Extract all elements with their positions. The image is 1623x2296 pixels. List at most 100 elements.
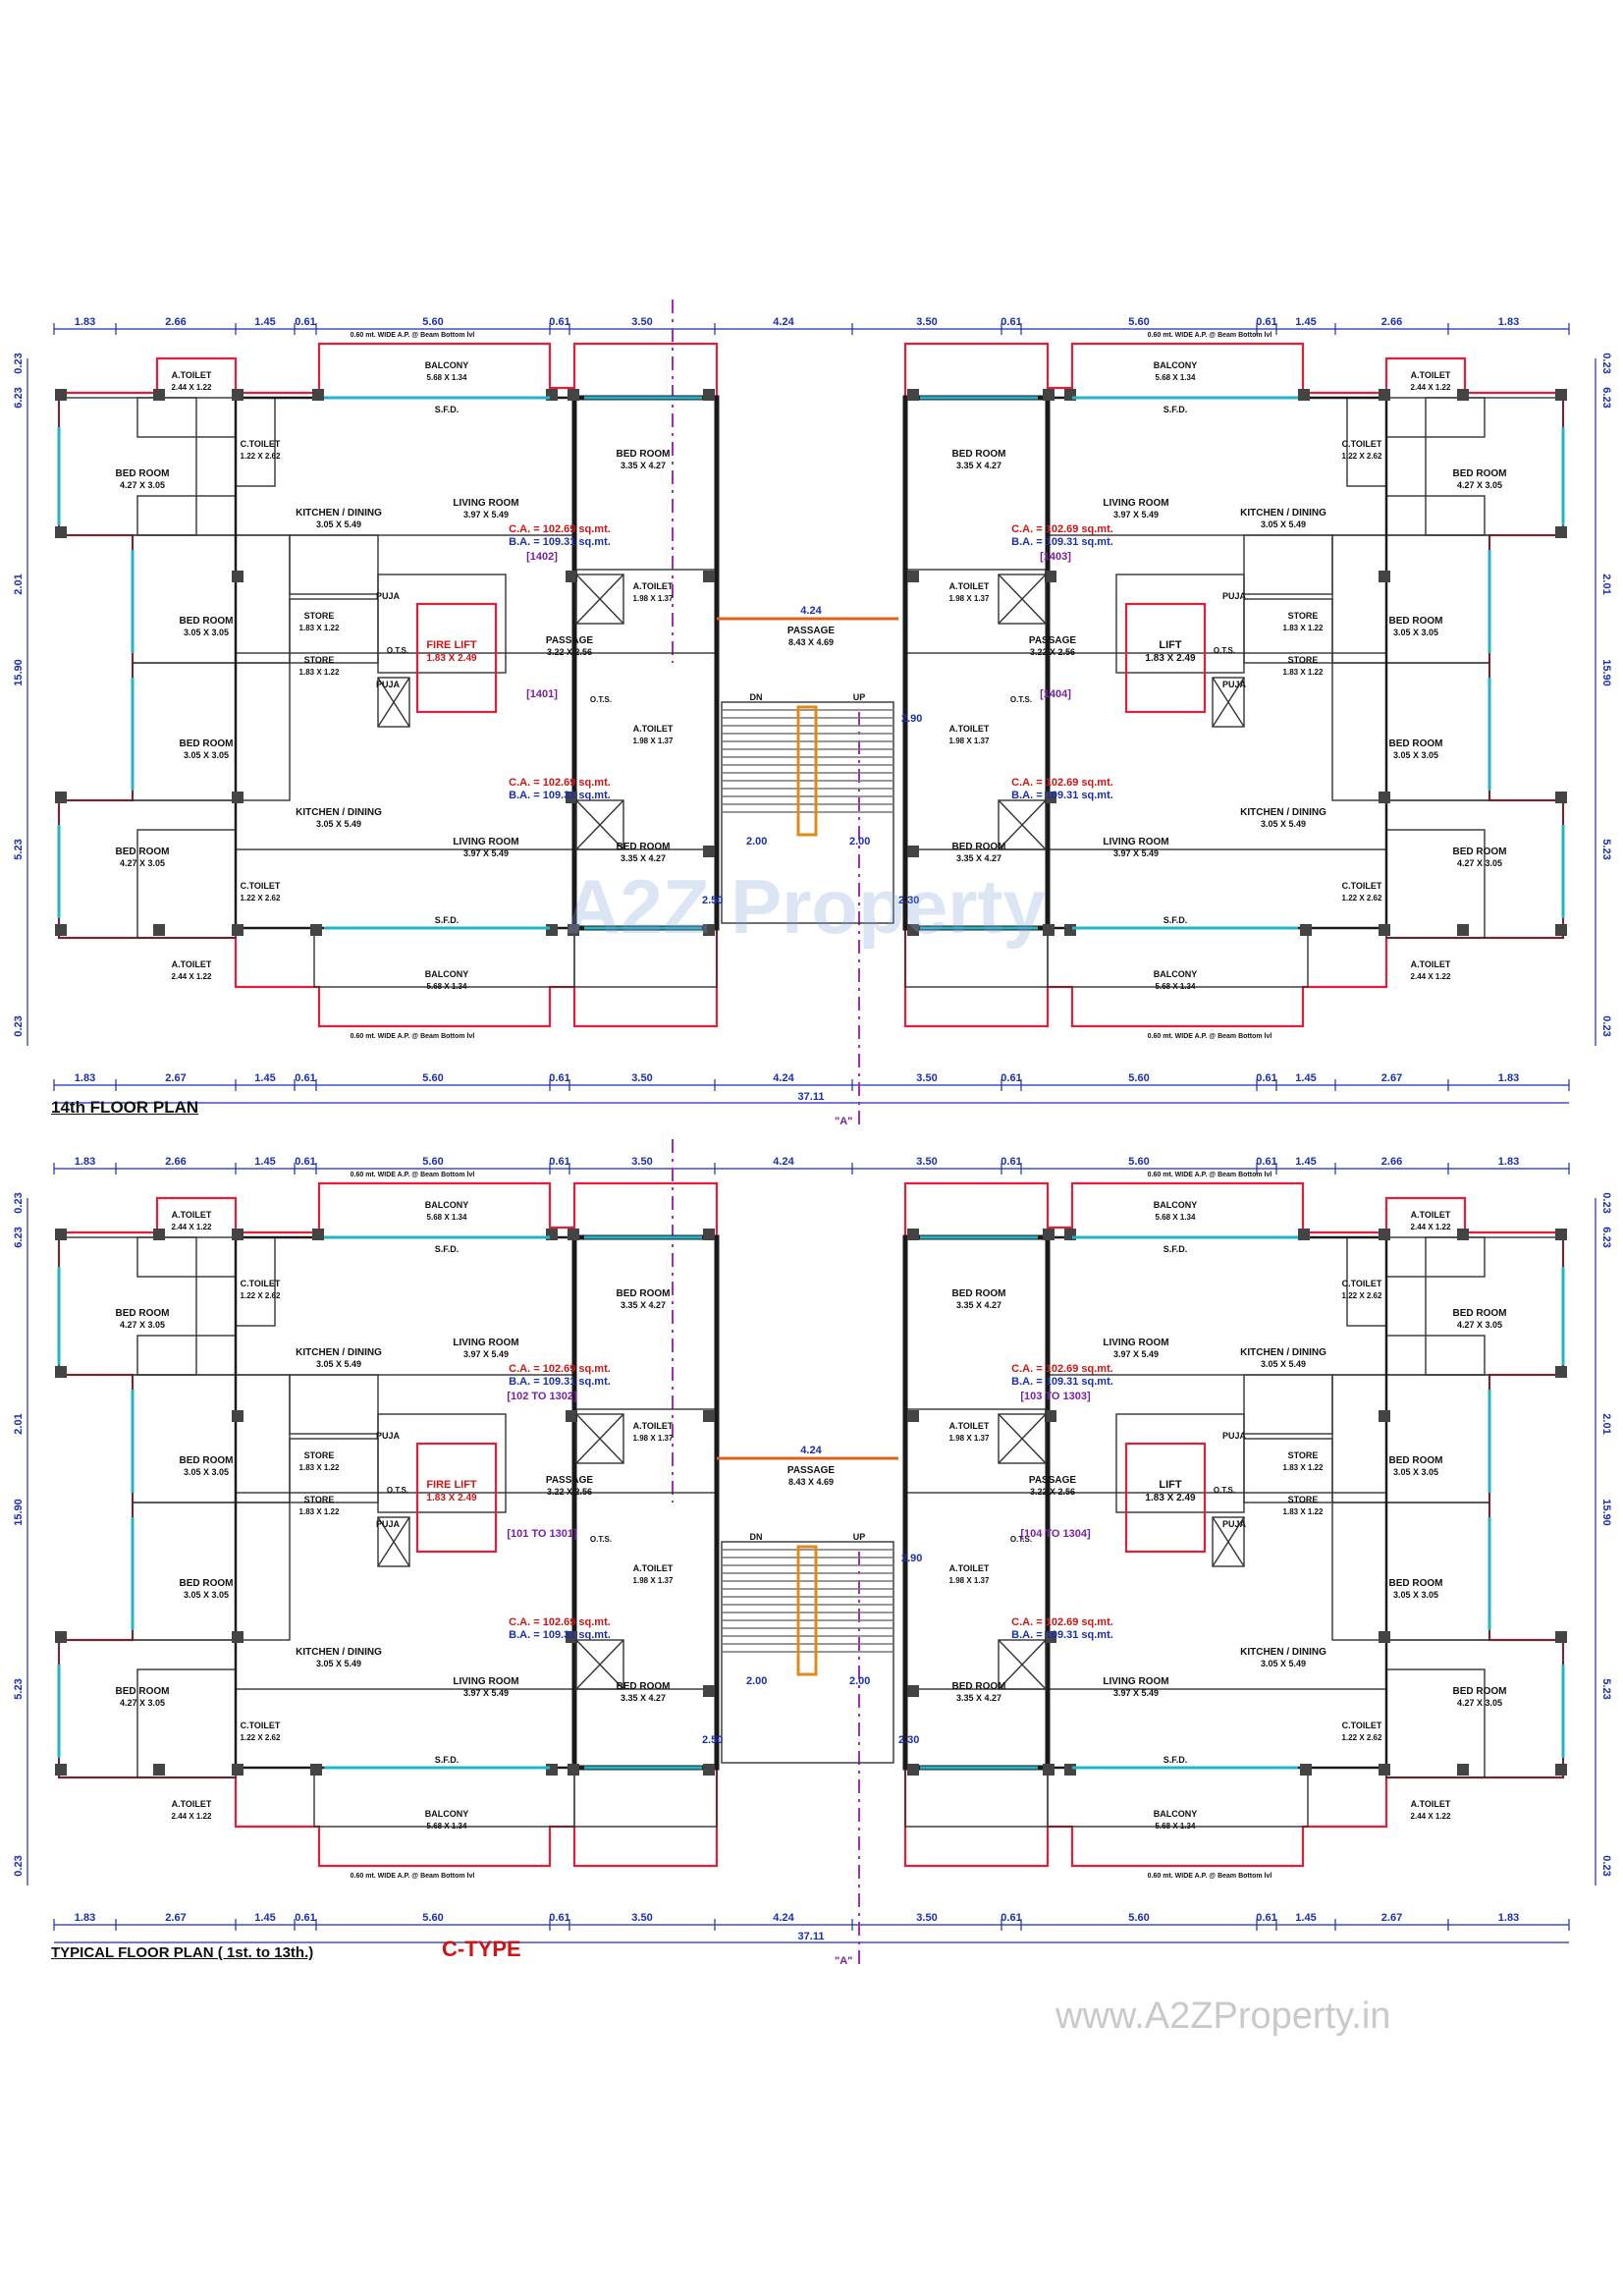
structural-column xyxy=(568,1229,579,1240)
room-name-label: BED ROOM xyxy=(180,616,234,627)
room-name-label: O.T.S. xyxy=(387,646,408,655)
room-name-label: KITCHEN / DINING xyxy=(296,1647,382,1658)
side-dimension-label: 5.23 xyxy=(13,839,25,859)
structural-column xyxy=(55,1229,67,1240)
builtup-area: B.A. = 109.31 sq.mt. xyxy=(509,790,611,801)
ots-shaft-cross xyxy=(575,1413,624,1464)
room-size-label: 1.98 X 1.37 xyxy=(633,737,674,745)
stair-well xyxy=(796,1545,818,1676)
room-name-label: PUJA xyxy=(376,1431,401,1441)
room-size-label: 1.83 X 1.22 xyxy=(1283,624,1324,632)
room-size-label: 2.44 X 1.22 xyxy=(172,972,212,981)
room-name-label: C.TOILET xyxy=(1342,1721,1382,1730)
structural-column xyxy=(907,1764,919,1776)
room-name-label: LIVING ROOM xyxy=(1103,1338,1168,1348)
structural-column xyxy=(55,1366,67,1378)
ots-shaft xyxy=(998,799,1047,850)
overall-dimension-label: 37.11 xyxy=(798,1931,825,1942)
room-size-label: 1.22 X 2.62 xyxy=(1342,452,1382,461)
structural-column xyxy=(232,1229,243,1240)
dimension-label: 3.50 xyxy=(916,1912,937,1924)
room-name-label: STORE xyxy=(304,1450,335,1460)
lift-shaft xyxy=(415,1442,498,1554)
room-size-label: 1.98 X 1.37 xyxy=(949,594,990,603)
room-size-label: 1.22 X 2.62 xyxy=(241,894,281,902)
wall-outline xyxy=(1385,799,1564,939)
ap-note: 0.60 mt. WIDE A.P. @ Beam Bottom lvl xyxy=(1148,1033,1272,1040)
lift-shaft xyxy=(1124,602,1207,714)
room-size-label: 5.68 X 1.34 xyxy=(1156,373,1196,382)
builtup-area: B.A. = 109.31 sq.mt. xyxy=(509,1376,611,1388)
structural-column xyxy=(703,389,715,401)
room-name-label: KITCHEN / DINING xyxy=(1240,1347,1326,1358)
building-outline xyxy=(59,342,719,574)
watermark: A2Z Property xyxy=(565,863,1046,950)
room-size-label: 2.44 X 1.22 xyxy=(172,1812,212,1821)
ots-shaft-cross xyxy=(998,1413,1047,1464)
structural-column xyxy=(1043,1764,1055,1776)
structural-column xyxy=(55,389,67,401)
carpet-area: C.A. = 102.69 sq.mt. xyxy=(509,777,611,789)
room-name-label: PUJA xyxy=(376,680,401,689)
room-size-label: 5.68 X 1.34 xyxy=(427,373,467,382)
room-name-label: BALCONY xyxy=(1154,360,1198,370)
room-name-label: A.TOILET xyxy=(949,581,990,591)
dimension-label: 1.45 xyxy=(254,1912,275,1924)
dimension-label: 1.83 xyxy=(75,1156,95,1168)
sfd-label: S.F.D. xyxy=(1163,1244,1188,1254)
dimension-label: 2.67 xyxy=(1381,1912,1402,1924)
room-name-label: BED ROOM xyxy=(116,847,170,857)
structural-column xyxy=(1379,571,1390,582)
side-dimension-label: 5.23 xyxy=(1600,1678,1612,1699)
dimension-label: 1.83 xyxy=(1498,1156,1519,1168)
room-size-label: 3.97 X 5.49 xyxy=(463,848,509,858)
room-size-label: 3.35 X 4.27 xyxy=(956,853,1001,863)
dimension-label: 1.45 xyxy=(1295,1912,1316,1924)
sfd-label: S.F.D. xyxy=(435,1755,460,1765)
structural-column xyxy=(232,924,243,936)
structural-column xyxy=(568,1764,579,1776)
room-size-label: 4.27 X 3.05 xyxy=(120,1698,165,1708)
wall-outline xyxy=(904,1767,1049,1828)
room-size-label: 3.97 X 5.49 xyxy=(463,1349,509,1359)
ap-note: 0.60 mt. WIDE A.P. @ Beam Bottom lvl xyxy=(1148,332,1272,339)
room-name-label: KITCHEN / DINING xyxy=(296,1347,382,1358)
ots-shaft xyxy=(1212,677,1245,728)
room-name-label: BED ROOM xyxy=(617,1288,671,1299)
room-size-label: 4.27 X 3.05 xyxy=(1457,480,1502,490)
room-size-label: 2.44 X 1.22 xyxy=(172,383,212,392)
room-size-label: 1.22 X 2.62 xyxy=(241,1733,281,1742)
wall-outline xyxy=(1331,1502,1490,1641)
structural-column xyxy=(153,924,165,936)
room-size-label: 4.27 X 3.05 xyxy=(1457,858,1502,868)
dimension-label: 2.67 xyxy=(165,1072,186,1084)
room-name-label: BALCONY xyxy=(425,969,469,979)
wall-outline xyxy=(1115,1413,1245,1513)
structural-column xyxy=(907,1685,919,1697)
room-name-label: A.TOILET xyxy=(1411,959,1451,969)
wall-outline xyxy=(1385,495,1486,536)
room-size-label: 5.68 X 1.34 xyxy=(1156,982,1196,991)
wall-outline xyxy=(1385,397,1486,438)
dimension-label: 5.60 xyxy=(422,316,443,328)
dimension-label: 0.61 xyxy=(295,1912,315,1924)
room-size-label: 3.35 X 4.27 xyxy=(956,461,1001,470)
carpet-area: C.A. = 102.69 sq.mt. xyxy=(509,523,611,535)
dimension-label: 3.50 xyxy=(631,1912,652,1924)
room-size-label: 5.68 X 1.34 xyxy=(427,1822,467,1831)
ots-shaft-cross xyxy=(575,574,624,625)
overall-dimension-label: 37.11 xyxy=(798,1091,825,1103)
wall-outline xyxy=(1047,1492,1387,1690)
building-outline xyxy=(59,1181,719,1414)
flat-number-tag: [104 TO 1304] xyxy=(1020,1528,1091,1540)
building-outline xyxy=(903,342,1563,574)
dimension-label: 2.67 xyxy=(1381,1072,1402,1084)
ots-shaft-cross xyxy=(998,574,1047,625)
side-dimension-label: 0.23 xyxy=(13,353,25,373)
room-name-label: LIVING ROOM xyxy=(453,1338,518,1348)
room-size-label: 3.97 X 5.49 xyxy=(1113,848,1159,858)
room-size-label: 3.22 X 2.56 xyxy=(547,1487,592,1497)
structural-column xyxy=(1045,571,1056,582)
side-dimension-label: 6.23 xyxy=(13,387,25,408)
